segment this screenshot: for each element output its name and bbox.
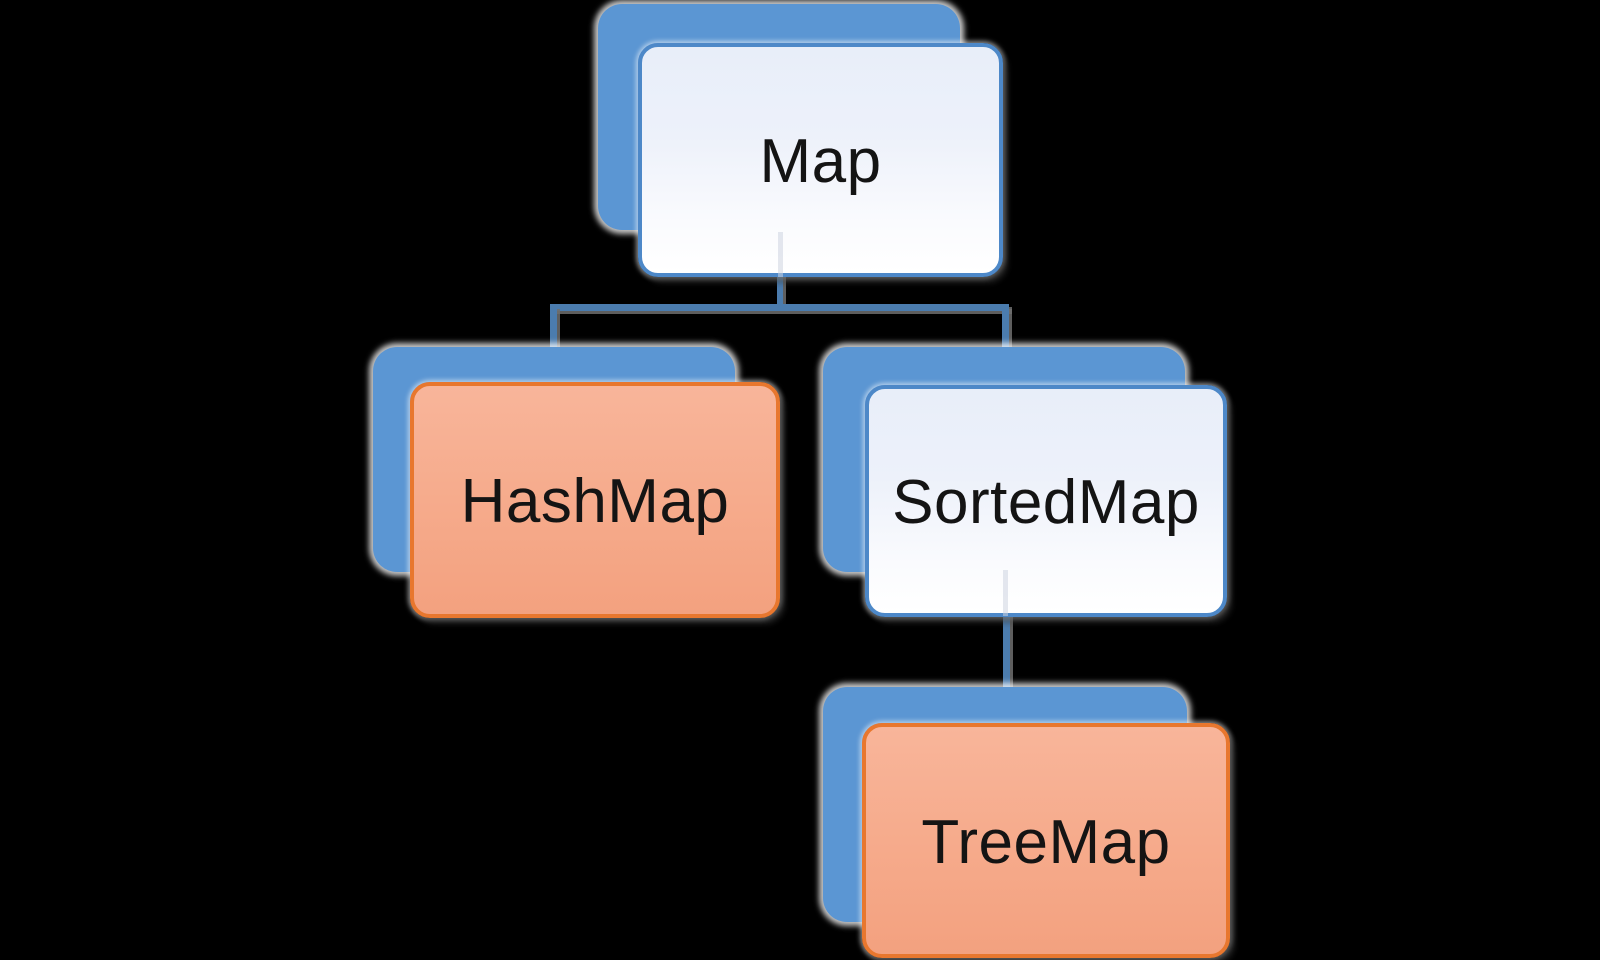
node-sortedmap-label: SortedMap — [892, 468, 1200, 537]
connector-horizontal-bar — [550, 304, 1009, 311]
node-treemap-label: TreeMap — [921, 807, 1171, 877]
connector-map-sortedmap — [1002, 306, 1009, 351]
node-treemap-box: TreeMap — [862, 723, 1230, 958]
node-sortedmap: SortedMap — [823, 347, 1227, 617]
connector-map-hashmap — [550, 306, 557, 351]
node-hashmap-box: HashMap — [410, 382, 780, 618]
connector-map-stem — [777, 274, 783, 307]
node-map-box: Map — [638, 43, 1003, 277]
node-map: Map — [598, 4, 1003, 277]
node-hashmap: HashMap — [373, 347, 780, 618]
node-treemap: TreeMap — [823, 687, 1230, 958]
node-map-label: Map — [759, 127, 882, 196]
connector-sortedmap-treemap — [1003, 614, 1010, 690]
node-sortedmap-box: SortedMap — [865, 385, 1227, 617]
connector-ghost-through-map-box — [778, 232, 783, 277]
node-hashmap-label: HashMap — [460, 467, 730, 536]
connector-ghost-through-sortedmap-box — [1003, 570, 1008, 616]
